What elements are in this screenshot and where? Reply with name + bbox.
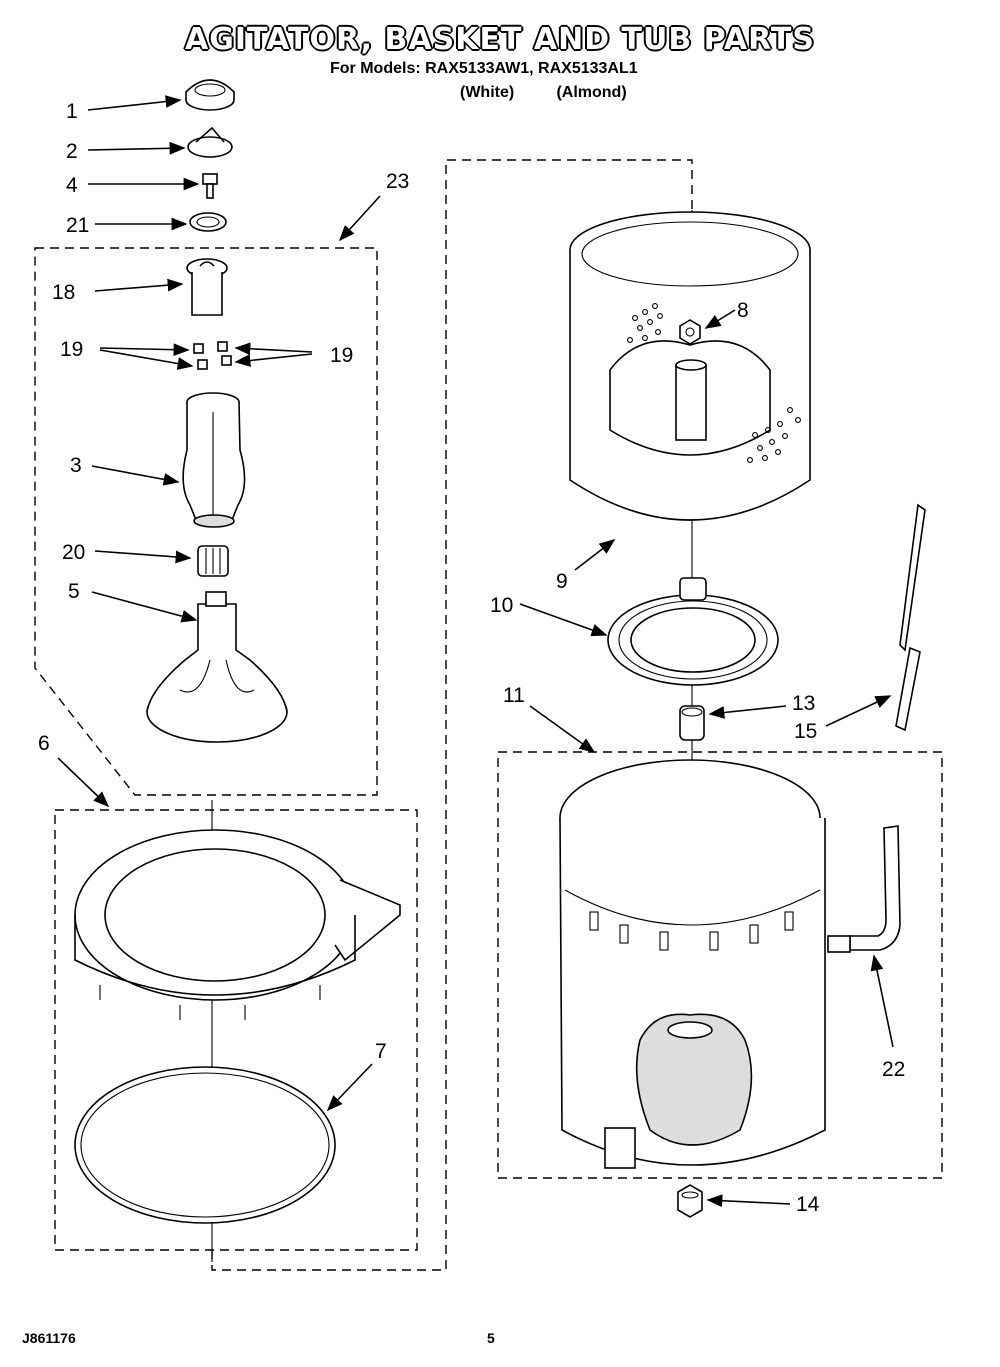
callout-4: 4 xyxy=(66,174,78,197)
nut-icon xyxy=(679,319,701,345)
group-6-box xyxy=(54,809,418,1251)
page-title: AGITATOR, BASKET AND TUB PARTS xyxy=(185,22,815,57)
callout-13: 13 xyxy=(792,692,815,715)
ring-icon xyxy=(607,577,779,686)
callout-20: 20 xyxy=(62,541,85,564)
callout-1: 1 xyxy=(66,100,78,123)
variant-white: (White) xyxy=(460,84,515,101)
variant-almond: (Almond) xyxy=(556,84,627,101)
leader-lines xyxy=(57,95,894,1208)
callout-18: 18 xyxy=(52,281,75,304)
gasket-icon xyxy=(74,1066,336,1224)
callout-15: 15 xyxy=(794,720,817,743)
callout-21: 21 xyxy=(66,214,89,237)
cam-icon xyxy=(187,126,233,158)
page-number: 5 xyxy=(487,1330,495,1346)
bolt-icon xyxy=(202,173,218,199)
assembly-path-line xyxy=(211,159,693,1271)
callout-19-left: 19 xyxy=(60,338,83,361)
callout-8: 8 xyxy=(737,299,749,322)
auger-icon xyxy=(146,591,288,743)
callout-7: 7 xyxy=(375,1040,387,1063)
nut-icon xyxy=(679,705,705,741)
group-11-box xyxy=(497,751,943,1179)
hose-icon xyxy=(827,825,901,953)
clutch-icon xyxy=(197,545,229,577)
nut-icon xyxy=(677,1184,703,1218)
callout-3: 3 xyxy=(70,454,82,477)
tub-icon xyxy=(559,759,826,1169)
hose-icon xyxy=(895,503,926,732)
seal-ring-icon xyxy=(189,212,227,232)
basket-icon xyxy=(569,211,811,521)
agitator-icon xyxy=(182,392,246,528)
hub-icon xyxy=(74,829,401,1020)
callout-9: 9 xyxy=(556,570,568,593)
callout-14: 14 xyxy=(796,1193,820,1216)
callout-11: 11 xyxy=(503,684,525,707)
models-line: For Models: RAX5133AW1, RAX5133AL1 xyxy=(330,60,638,77)
cap-icon xyxy=(186,258,228,316)
callout-5: 5 xyxy=(68,580,80,603)
model-variants: (White) (Almond) xyxy=(460,84,627,102)
callout-23: 23 xyxy=(386,170,409,193)
callout-19-right: 19 xyxy=(330,344,353,367)
group-23-box xyxy=(34,247,378,796)
callout-22: 22 xyxy=(882,1058,905,1081)
callout-6: 6 xyxy=(38,732,50,755)
callout-10: 10 xyxy=(490,594,513,617)
dog-icon xyxy=(193,341,232,370)
agitator-cap-icon xyxy=(185,79,235,111)
callout-2: 2 xyxy=(66,140,78,163)
document-code: J861176 xyxy=(22,1330,76,1346)
